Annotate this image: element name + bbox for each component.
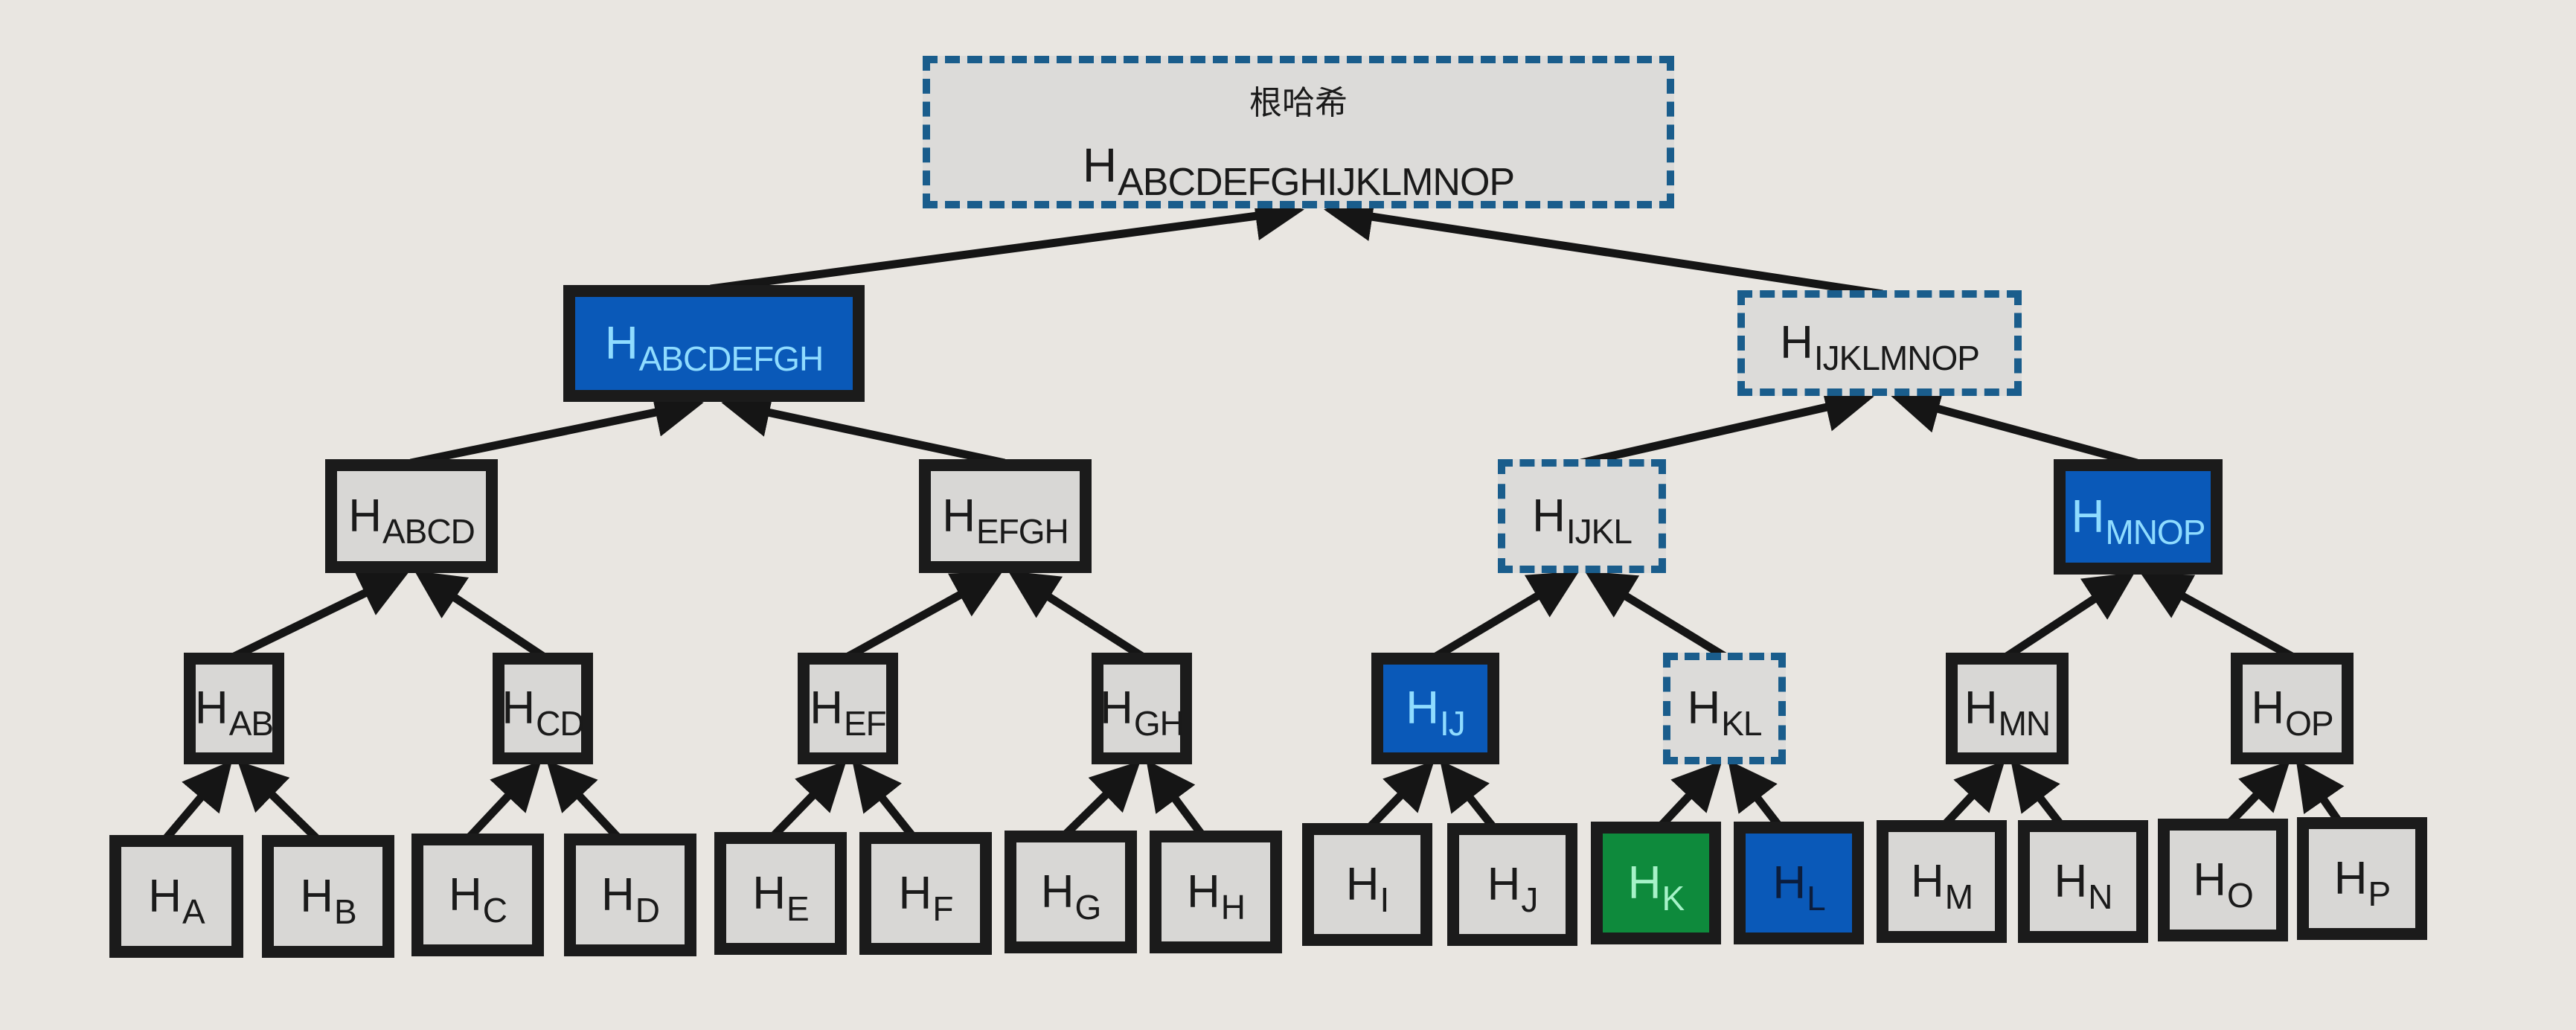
- node-h-ef: HEF: [798, 653, 898, 764]
- root-hash-node: 根哈希 HABCDEFGHIJKLMNOP: [923, 56, 1674, 208]
- leaf-h-f: HF: [859, 832, 992, 955]
- node-h-cd: HCD: [493, 653, 593, 764]
- node-h-ijklmnop: HIJKLMNOP: [1737, 290, 2022, 396]
- leaf-h-c: HC: [411, 834, 544, 956]
- leaf-h-l: HL: [1734, 822, 1864, 944]
- leaf-h-g: HG: [1005, 831, 1137, 953]
- node-h-gh: HGH: [1092, 653, 1192, 764]
- root-hash-title: 根哈希: [1249, 83, 1348, 122]
- node-h-mn: HMN: [1946, 653, 2069, 764]
- leaf-h-j: HJ: [1447, 823, 1577, 946]
- leaf-h-n: HN: [2018, 820, 2148, 943]
- node-h-abcd: HABCD: [325, 459, 498, 573]
- leaf-h-i: HI: [1302, 823, 1432, 946]
- node-h-mnop: HMNOP: [2054, 459, 2223, 575]
- leaf-h-e: HE: [714, 832, 847, 955]
- leaf-h-o: HO: [2158, 819, 2288, 941]
- leaf-h-p: HP: [2297, 817, 2427, 940]
- leaf-h-a: HA: [109, 835, 243, 958]
- node-h-ab: HAB: [184, 653, 284, 764]
- leaf-h-m: HM: [1877, 820, 2007, 943]
- node-h-op: HOP: [2231, 653, 2354, 764]
- node-h-kl: HKL: [1663, 653, 1786, 764]
- leaf-h-b: HB: [262, 835, 394, 958]
- leaf-h-k: HK: [1591, 822, 1721, 944]
- node-h-efgh: HEFGH: [919, 459, 1092, 573]
- root-hash-label: HABCDEFGHIJKLMNOP: [1082, 138, 1515, 204]
- leaf-h-h: HH: [1150, 831, 1282, 953]
- node-h-ij: HIJ: [1371, 653, 1499, 764]
- leaf-h-d: HD: [564, 834, 696, 956]
- node-h-ijkl: HIJKL: [1498, 459, 1666, 573]
- node-h-abcdefgh: HABCDEFGH: [563, 285, 865, 402]
